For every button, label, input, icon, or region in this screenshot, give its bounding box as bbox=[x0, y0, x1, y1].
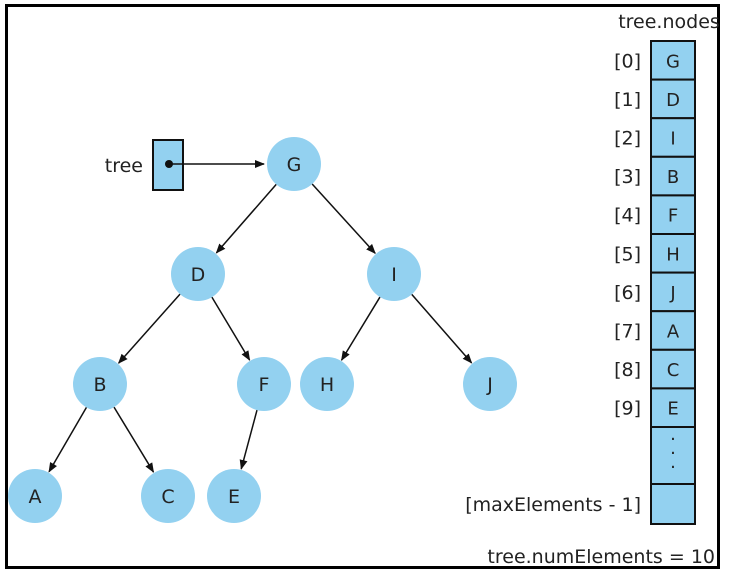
diagram-frame bbox=[5, 4, 720, 569]
array-column: G [0] D [1] I [2] B [3] F [4] H [5] J [6] A [7] C [8] E [9]… bbox=[465, 40, 696, 525]
array-cell-value-5: H bbox=[666, 244, 680, 265]
num-elements-label: tree.numElements = 10 bbox=[487, 546, 715, 568]
tree-node-label-C: C bbox=[161, 486, 174, 508]
array-index-4: [4] bbox=[614, 205, 641, 227]
tree-node-H bbox=[300, 357, 354, 411]
array-last-cell bbox=[650, 483, 696, 525]
array-index-1: [1] bbox=[614, 89, 641, 111]
array-index-8: [8] bbox=[614, 359, 641, 381]
tree-node-label-F: F bbox=[259, 374, 270, 396]
array-cell-8 bbox=[650, 348, 696, 390]
tree-node-J bbox=[463, 357, 517, 411]
edge-D-F bbox=[211, 296, 251, 361]
edge-F-E bbox=[239, 409, 258, 470]
array-cell-value-0: G bbox=[666, 51, 680, 72]
tree-node-label-D: D bbox=[191, 264, 206, 286]
tree-node-label-J: J bbox=[486, 374, 493, 396]
tree-node-I bbox=[367, 247, 421, 301]
tree-node-label-H: H bbox=[320, 374, 334, 396]
array-cell-value-7: A bbox=[667, 322, 680, 343]
tree-node-B bbox=[73, 357, 127, 411]
array-index-3: [3] bbox=[614, 166, 641, 188]
pointer-label: tree bbox=[105, 155, 143, 177]
tree-node-F bbox=[237, 357, 291, 411]
tree-node-label-G: G bbox=[287, 154, 302, 176]
array-ellipsis-cell bbox=[650, 426, 696, 485]
array-cell-value-9: E bbox=[667, 399, 678, 420]
array-cell-value-4: F bbox=[668, 206, 678, 227]
tree-node-A bbox=[8, 469, 62, 523]
tree-node-label-B: B bbox=[93, 374, 106, 396]
array-index-6: [6] bbox=[614, 282, 641, 304]
array-cell-value-6: J bbox=[669, 283, 675, 304]
array-cell-value-3: B bbox=[667, 167, 679, 188]
array-index-7: [7] bbox=[614, 321, 641, 343]
edge-B-A bbox=[48, 406, 88, 473]
array-cell-value-1: D bbox=[666, 90, 680, 111]
tree-node-label-E: E bbox=[228, 486, 240, 508]
array-last-index: [maxElements - 1] bbox=[465, 494, 641, 516]
tree-nodes: G D I B F H J A C E bbox=[8, 137, 517, 523]
edge-I-H bbox=[340, 296, 381, 361]
array-cell-value-2: I bbox=[670, 129, 675, 150]
edge-D-B bbox=[117, 293, 181, 364]
edge-B-C bbox=[113, 406, 155, 473]
array-index-5: [5] bbox=[614, 243, 641, 265]
edge-G-D bbox=[215, 183, 277, 254]
tree-node-C bbox=[141, 469, 195, 523]
array-index-0: [0] bbox=[614, 50, 641, 72]
array-ellipsis: ··· bbox=[670, 429, 676, 478]
array-index-2: [2] bbox=[614, 128, 641, 150]
tree-node-E bbox=[207, 469, 261, 523]
array-index-9: [9] bbox=[614, 398, 641, 420]
array-cell-value-8: C bbox=[667, 360, 680, 381]
array-title: tree.nodes bbox=[618, 11, 720, 33]
edge-G-I bbox=[311, 183, 376, 255]
array-cell-7 bbox=[650, 310, 696, 351]
array-cell-0 bbox=[650, 40, 696, 81]
tree-edges bbox=[48, 183, 473, 473]
tree-node-label-I: I bbox=[391, 264, 397, 286]
tree-node-G bbox=[267, 137, 321, 191]
edge-I-J bbox=[411, 293, 473, 364]
tree-node-label-A: A bbox=[29, 486, 42, 508]
tree-node-D bbox=[171, 247, 225, 301]
